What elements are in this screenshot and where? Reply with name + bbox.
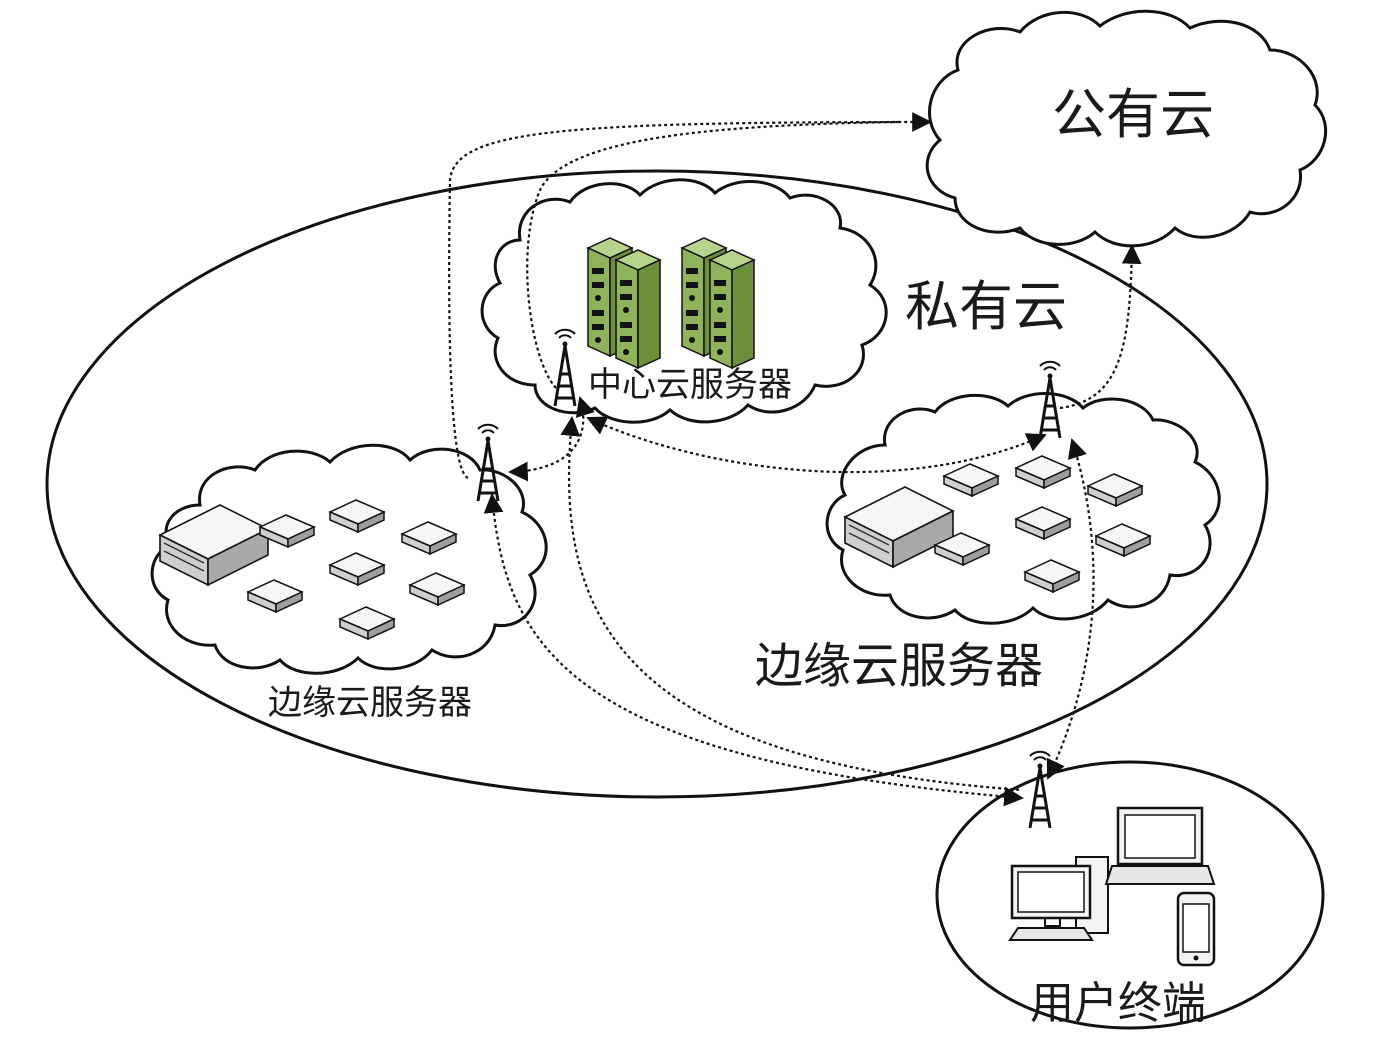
arrow-left-edge-to-public <box>448 112 932 480</box>
private-cloud-label: 私有云 <box>905 275 1067 338</box>
public-cloud-shape <box>925 9 1328 248</box>
server-rack-icon <box>615 249 661 369</box>
user-terminal-label: 用户终端 <box>1030 978 1206 1029</box>
right-edge-cloud-server-label: 边缘云服务器 <box>755 638 1044 694</box>
desktop-computer-icon <box>1008 856 1109 941</box>
public-cloud-label: 公有云 <box>1052 83 1214 146</box>
left-edge-cloud-server-label: 边缘云服务器 <box>268 683 472 723</box>
arrow-center-to-user <box>560 416 1023 792</box>
center-cloud-server-label: 中心云服务器 <box>588 365 792 405</box>
arrow-right-edge-to-public <box>1059 244 1142 410</box>
laptop-icon <box>1104 806 1216 885</box>
arrow-center-right-edge <box>586 416 1047 474</box>
smartphone-icon <box>1176 891 1216 967</box>
antenna-tower-icon <box>1028 750 1052 830</box>
arrow-center-left-edge <box>508 396 595 482</box>
arrow-right-edge-to-user <box>1046 438 1095 780</box>
arrow-left-edge-to-user <box>483 493 1024 807</box>
server-rack-icon <box>709 249 755 369</box>
user-terminal-boundary <box>935 760 1325 1030</box>
arrow-center-to-public <box>526 120 901 389</box>
connection-arrows <box>448 112 1142 807</box>
